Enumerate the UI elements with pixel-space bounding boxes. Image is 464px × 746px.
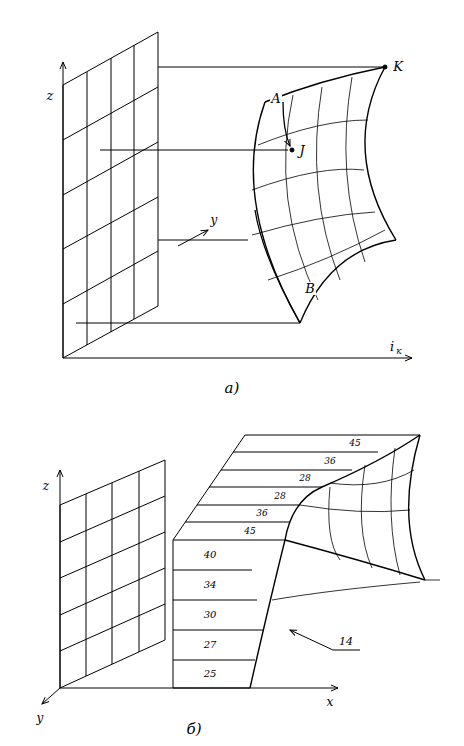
axis-label: y xyxy=(210,214,219,226)
axis-label: z xyxy=(46,89,55,102)
band-number: 45 xyxy=(243,527,256,536)
axis-label: x xyxy=(326,696,335,708)
projection-lines xyxy=(76,67,383,323)
axes xyxy=(63,62,412,358)
band-number: 28 xyxy=(298,474,311,483)
point-dot xyxy=(290,148,294,152)
band-number: 45 xyxy=(348,439,361,448)
projection-grid xyxy=(63,32,158,358)
step-block xyxy=(173,435,420,688)
point-label: A xyxy=(270,92,281,105)
leader-line xyxy=(333,650,360,651)
figure-label: б) xyxy=(185,722,202,737)
band-number: 36 xyxy=(323,457,336,466)
point-dot xyxy=(383,65,387,69)
band-number: 25 xyxy=(203,669,218,679)
surface-grid xyxy=(252,77,385,323)
point-label: B xyxy=(304,282,316,295)
band-number: 27 xyxy=(203,640,218,650)
axis-label: i xyxy=(389,340,395,353)
saddle-surface xyxy=(250,435,425,688)
figure-label: а) xyxy=(224,381,241,396)
projection-grid xyxy=(60,460,165,688)
axis-subscript: к xyxy=(395,347,402,356)
band-number: 40 xyxy=(203,550,218,560)
axis-label: z xyxy=(42,480,50,492)
point-label: K xyxy=(392,60,404,73)
callout-number: 14 xyxy=(338,636,354,647)
band-number: 28 xyxy=(273,492,286,501)
saddle-surface xyxy=(253,67,396,323)
leader-line xyxy=(290,630,333,650)
band-number: 36 xyxy=(255,509,268,518)
axis-label: y xyxy=(36,712,45,724)
point-arrow xyxy=(283,102,290,146)
surface-grid xyxy=(272,448,440,600)
band-number: 34 xyxy=(203,580,218,590)
band-number: 30 xyxy=(203,610,218,620)
point-label: J xyxy=(298,144,305,157)
